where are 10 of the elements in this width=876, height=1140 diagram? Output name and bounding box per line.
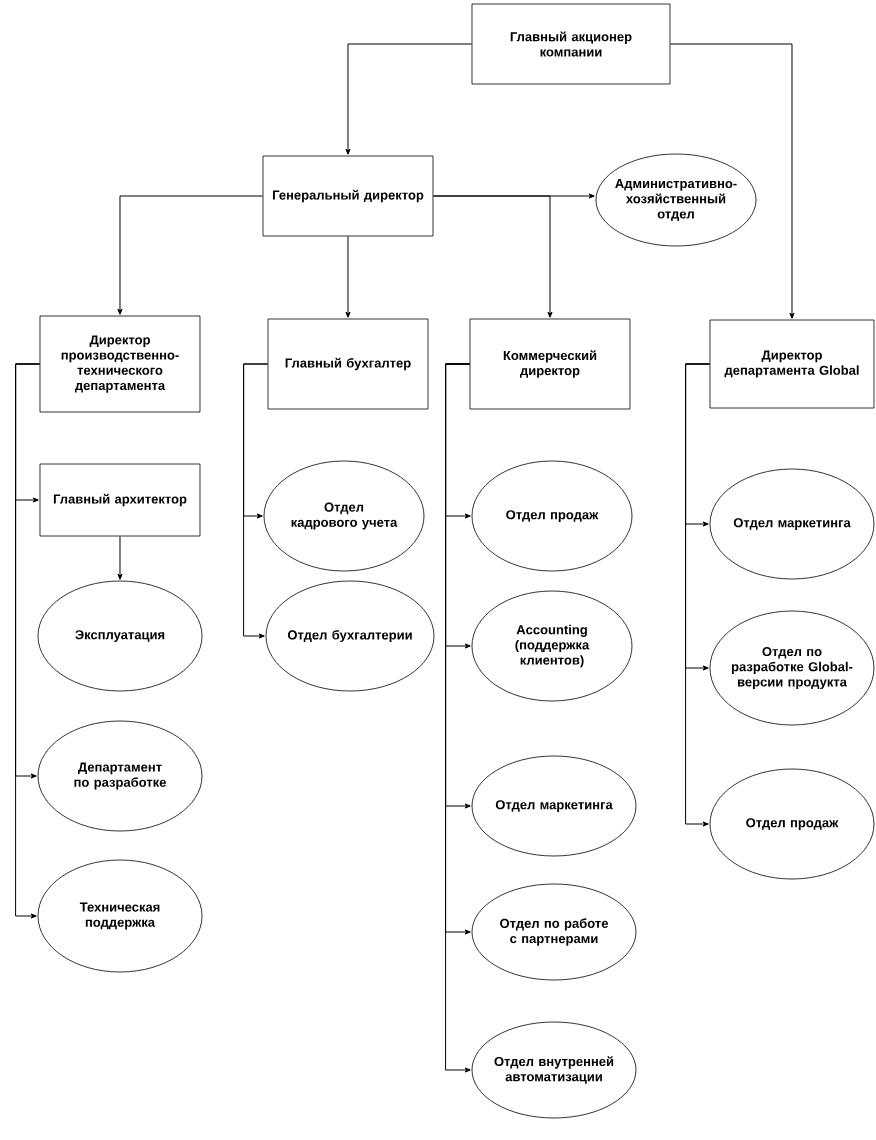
connector-arrow <box>345 43 473 155</box>
connector-arrow <box>117 535 123 580</box>
connector-arrow <box>669 43 795 319</box>
connector-arrow <box>15 363 41 919</box>
connector-arrow <box>445 363 471 1073</box>
connector-arrow <box>243 363 269 639</box>
connector-arrow <box>685 363 711 827</box>
connector-arrow <box>432 193 595 199</box>
connector-arrow <box>117 195 264 315</box>
connector-arrow <box>345 235 351 318</box>
